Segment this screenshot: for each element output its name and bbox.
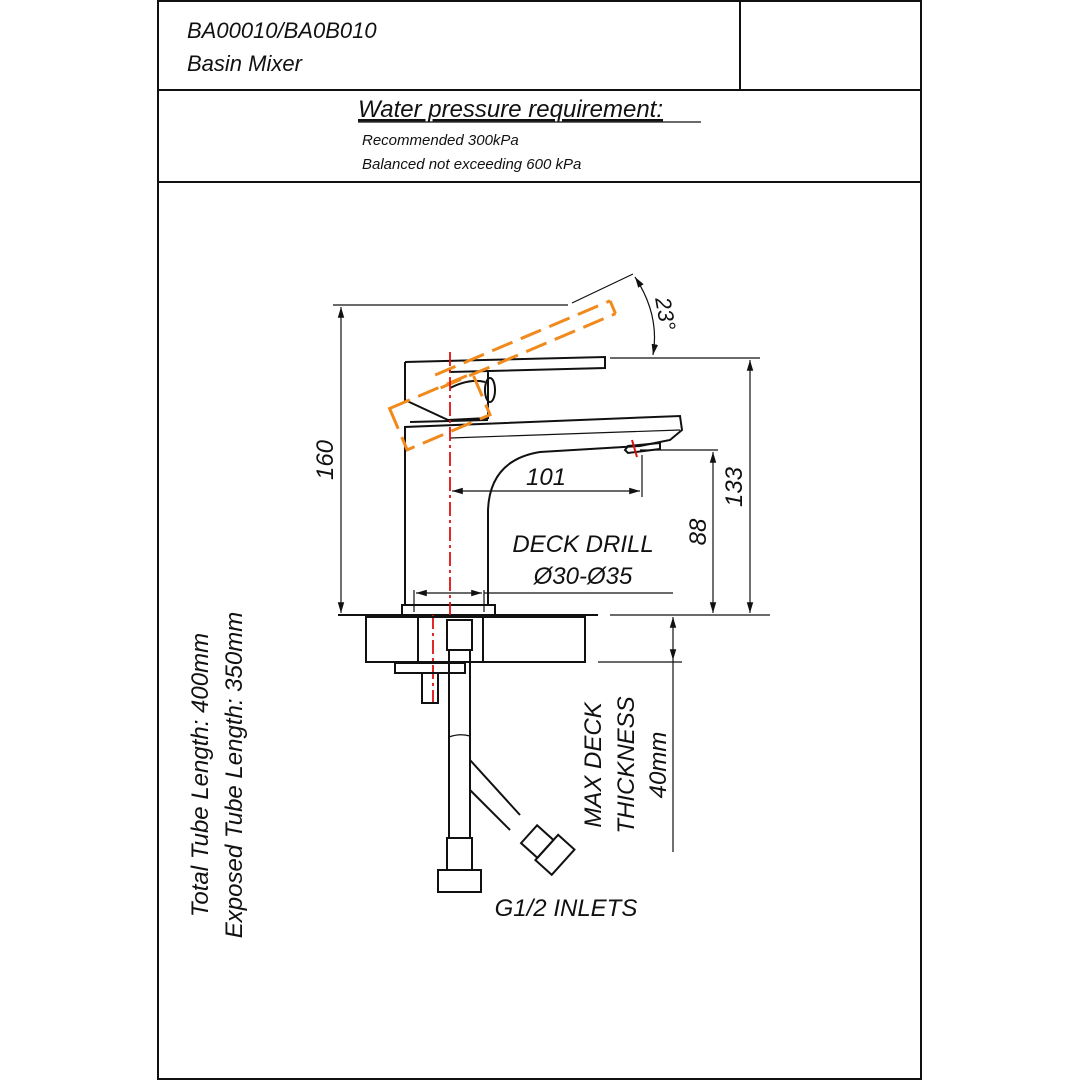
dimension-160: 160 bbox=[312, 304, 568, 613]
inlets-label: G1/2 INLETS bbox=[495, 895, 638, 922]
deck-drill-size: Ø30-Ø35 bbox=[533, 563, 633, 590]
dim-133-label: 133 bbox=[721, 466, 748, 507]
tube-exposed-label: Exposed Tube Length: 350mm bbox=[221, 612, 248, 938]
flex-hoses bbox=[437, 650, 576, 893]
dimension-88: 88 bbox=[640, 449, 718, 613]
deck-drill-dimension: DECK DRILL bbox=[413, 531, 673, 612]
model-code: BA00010/BA0B010 bbox=[187, 18, 377, 43]
max-deck-line3: 40mm bbox=[645, 732, 672, 799]
dimension-101: 101 bbox=[452, 455, 643, 497]
max-deck-line1: MAX DECK bbox=[580, 701, 607, 827]
deck-drill-label: DECK DRILL bbox=[512, 531, 653, 558]
pressure-heading: Water pressure requirement: bbox=[358, 96, 663, 123]
max-deck-line2: THICKNESS bbox=[613, 696, 640, 833]
tube-total-label: Total Tube Length: 400mm bbox=[187, 633, 214, 917]
dim-101-label: 101 bbox=[526, 464, 566, 491]
dim-23-label: 23° bbox=[650, 294, 681, 332]
mounting-hardware bbox=[394, 616, 484, 704]
spout-outlet-mark bbox=[631, 439, 638, 458]
drawing-frame bbox=[157, 0, 922, 1080]
pressure-balanced: Balanced not exceeding 600 kPa bbox=[362, 156, 581, 173]
dim-160-label: 160 bbox=[312, 439, 339, 480]
dimension-23-degrees: 23° bbox=[571, 273, 681, 356]
deck-section bbox=[338, 614, 770, 663]
product-name: Basin Mixer bbox=[187, 51, 304, 76]
lever-alt-position bbox=[387, 299, 617, 452]
dim-88-label: 88 bbox=[685, 518, 712, 545]
dimension-133: 133 bbox=[610, 357, 760, 613]
pressure-recommended: Recommended 300kPa bbox=[362, 132, 519, 149]
